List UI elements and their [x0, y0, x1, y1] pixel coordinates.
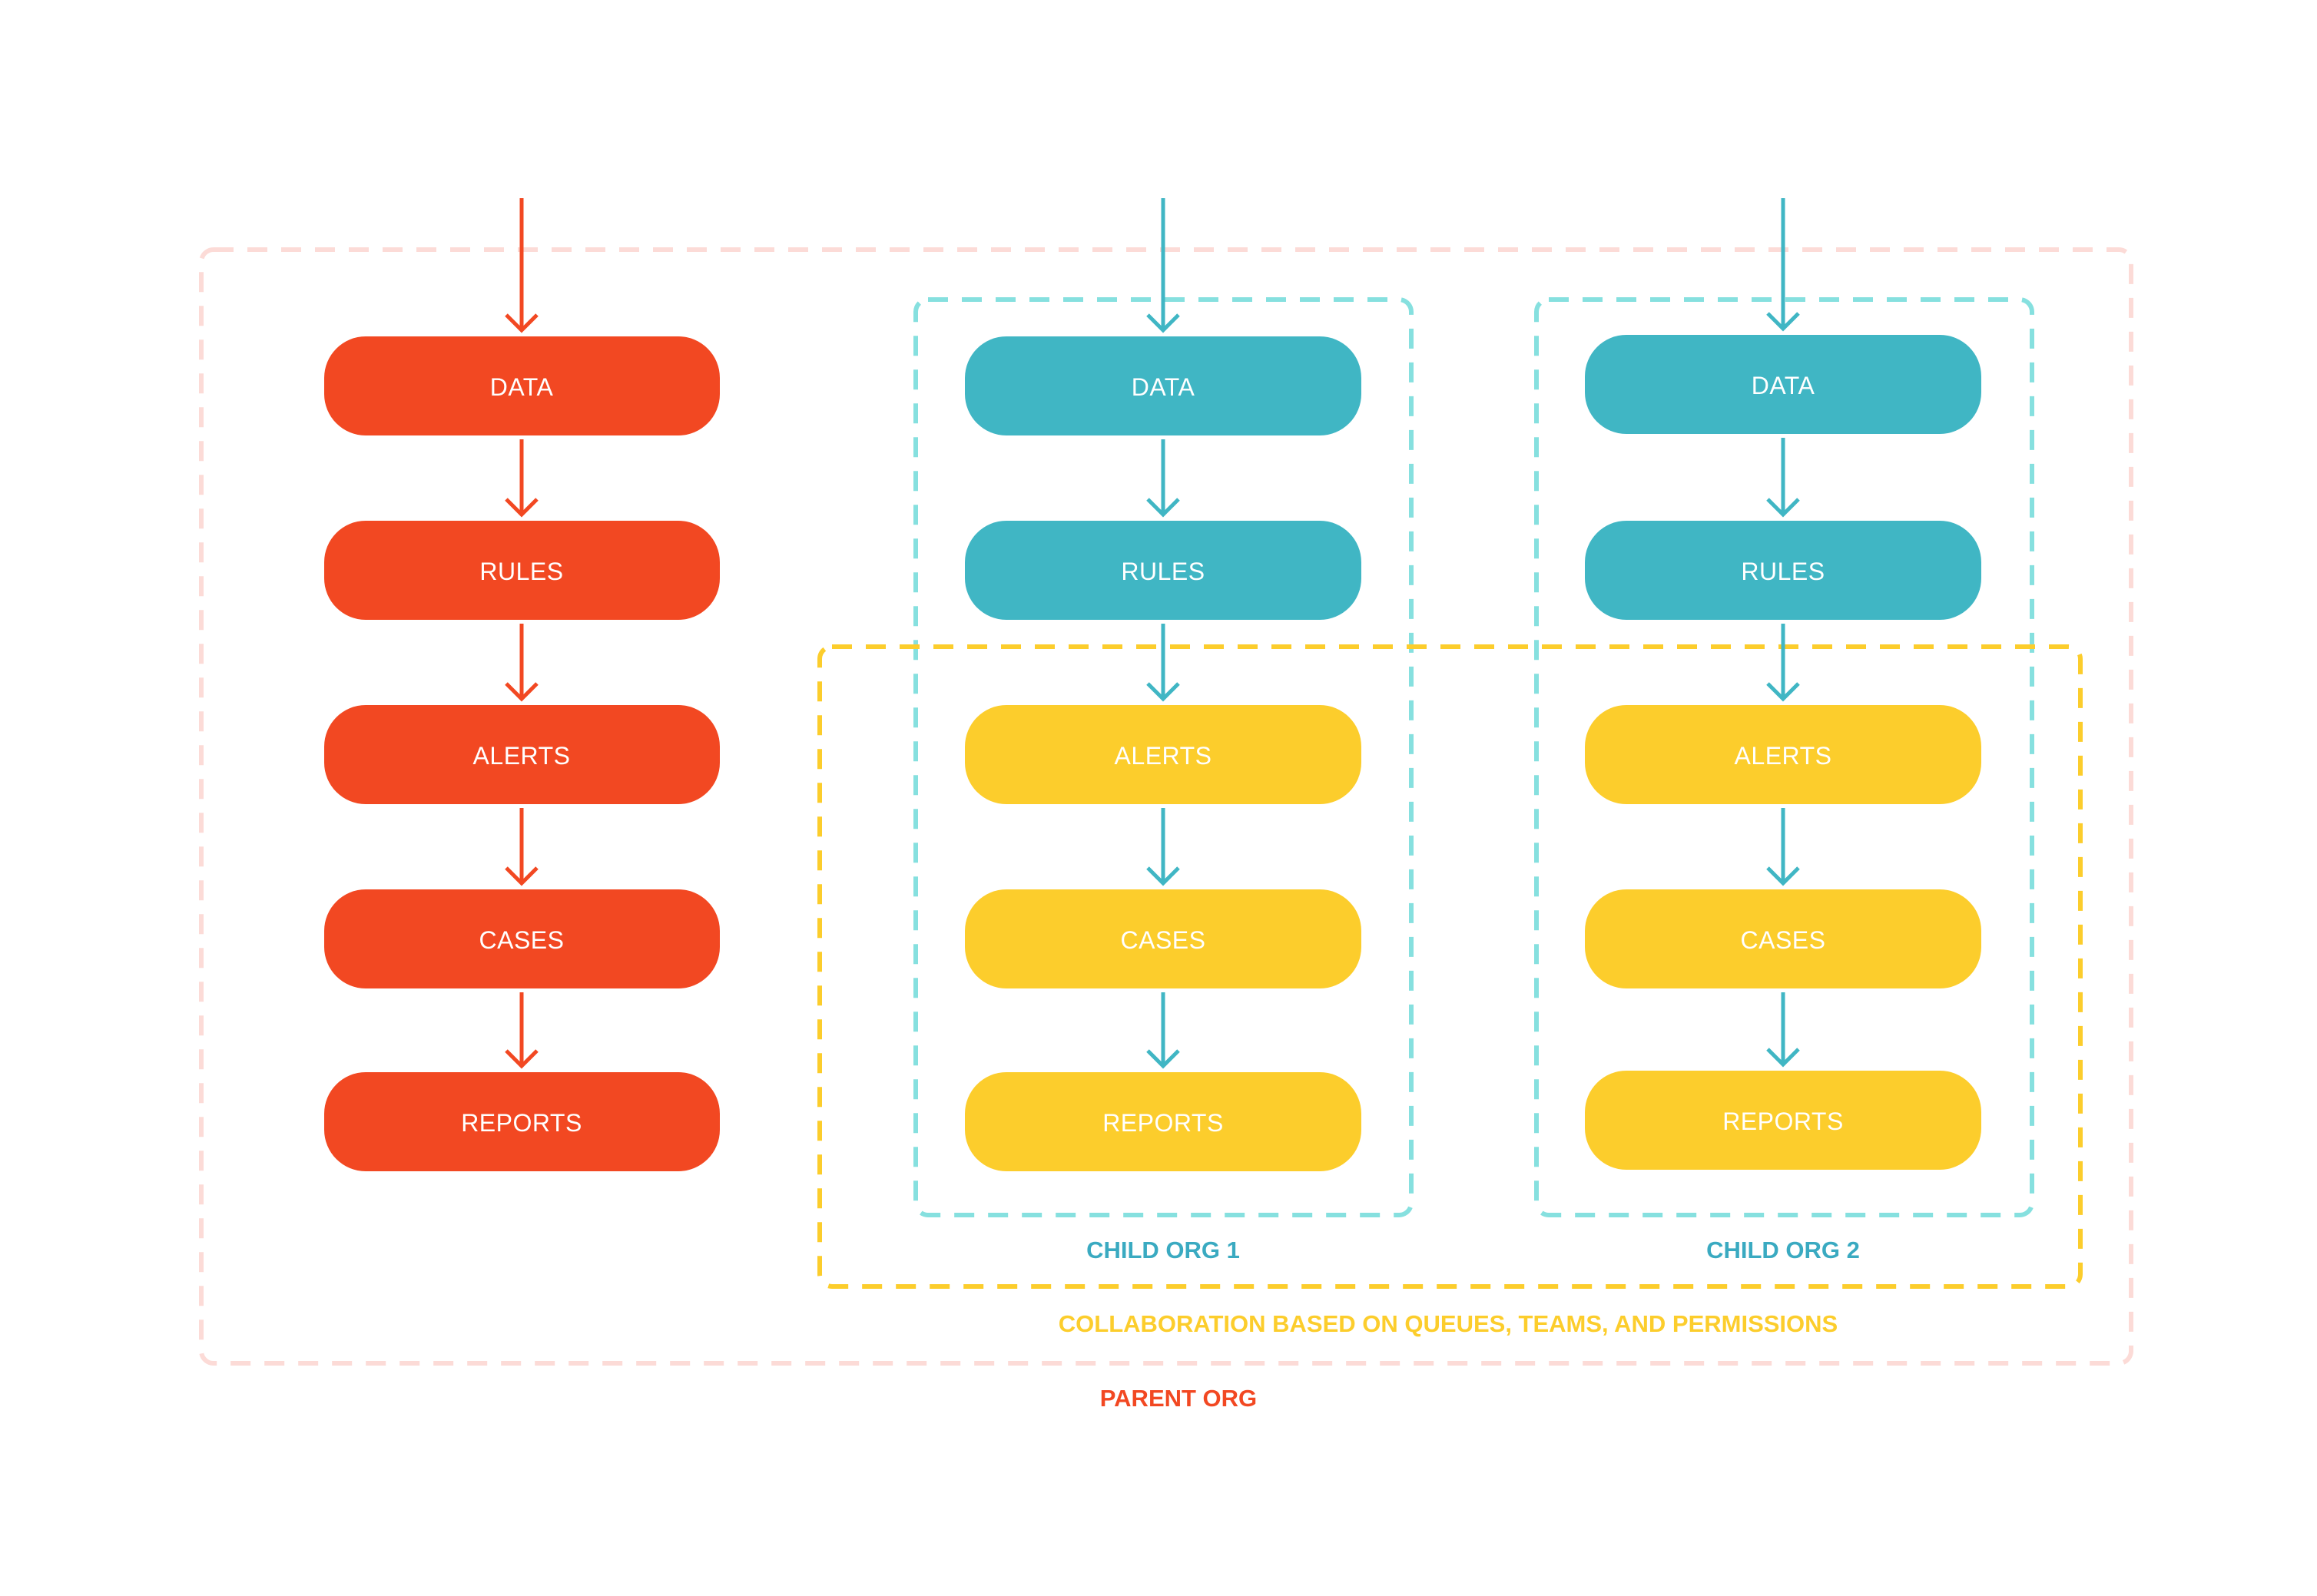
parent-node-reports: REPORTS — [324, 1072, 720, 1171]
parent-arrow-3 — [505, 808, 539, 886]
collaboration-border — [817, 644, 2083, 1289]
child1-node-reports: REPORTS — [965, 1072, 1361, 1171]
child1-node-rules-label: RULES — [1121, 558, 1205, 585]
child1-node-cases-label: CASES — [1121, 926, 1206, 954]
child2-arrow-1 — [1766, 438, 1800, 518]
child2-node-cases: CASES — [1585, 889, 1981, 988]
child-org-1-border — [913, 297, 1414, 1217]
child2-node-rules-label: RULES — [1741, 558, 1825, 585]
parent-node-cases-label: CASES — [479, 926, 565, 954]
parent-arrow-1 — [505, 439, 539, 518]
child1-node-alerts-label: ALERTS — [1115, 742, 1212, 770]
parent-arrow-4 — [505, 992, 539, 1069]
parent-arrow-in — [505, 198, 539, 333]
child1-node-alerts: ALERTS — [965, 705, 1361, 804]
child2-node-cases-label: CASES — [1741, 926, 1826, 954]
child2-arrow-4 — [1766, 992, 1800, 1068]
child2-node-alerts: ALERTS — [1585, 705, 1981, 804]
parent-org-label: PARENT ORG — [1100, 1385, 1257, 1412]
child2-node-reports: REPORTS — [1585, 1071, 1981, 1170]
child2-node-data: DATA — [1585, 335, 1981, 434]
child1-arrow-4 — [1146, 992, 1180, 1069]
parent-org-border — [199, 247, 2133, 1366]
child2-node-data-label: DATA — [1752, 372, 1815, 399]
child1-arrow-2 — [1146, 624, 1180, 702]
child2-arrow-3 — [1766, 808, 1800, 886]
child1-node-cases: CASES — [965, 889, 1361, 988]
parent-node-alerts-label: ALERTS — [473, 742, 571, 770]
child1-node-rules: RULES — [965, 521, 1361, 620]
child2-node-reports-label: REPORTS — [1722, 1108, 1844, 1135]
parent-node-data: DATA — [324, 336, 720, 435]
parent-node-alerts: ALERTS — [324, 705, 720, 804]
parent-node-reports-label: REPORTS — [461, 1109, 582, 1137]
child1-node-data: DATA — [965, 336, 1361, 435]
child1-node-reports-label: REPORTS — [1102, 1109, 1224, 1137]
child2-arrow-in — [1766, 198, 1800, 332]
child1-arrow-3 — [1146, 808, 1180, 886]
parent-node-data-label: DATA — [490, 373, 554, 401]
parent-arrow-2 — [505, 624, 539, 702]
collaboration-label: COLLABORATION BASED ON QUEUES, TEAMS, AN… — [1059, 1310, 1838, 1337]
child2-node-alerts-label: ALERTS — [1735, 742, 1832, 770]
parent-node-cases: CASES — [324, 889, 720, 988]
child-org-2-column: DATA RULES ALERTS CASES — [1585, 198, 1981, 1170]
child2-node-rules: RULES — [1585, 521, 1981, 620]
parent-node-rules-label: RULES — [479, 558, 563, 585]
parent-node-rules: RULES — [324, 521, 720, 620]
child-org-1-label: CHILD ORG 1 — [1086, 1237, 1240, 1263]
child2-arrow-2 — [1766, 624, 1800, 702]
child-org-2-label: CHILD ORG 2 — [1706, 1237, 1860, 1263]
child-org-1-column: DATA RULES ALERTS CASES — [965, 198, 1361, 1171]
child1-arrow-in — [1146, 198, 1180, 333]
child-org-2-border — [1534, 297, 2034, 1217]
child1-node-data-label: DATA — [1132, 373, 1195, 401]
parent-column: DATA RULES ALERTS CASES — [324, 198, 720, 1171]
child1-arrow-1 — [1146, 439, 1180, 518]
